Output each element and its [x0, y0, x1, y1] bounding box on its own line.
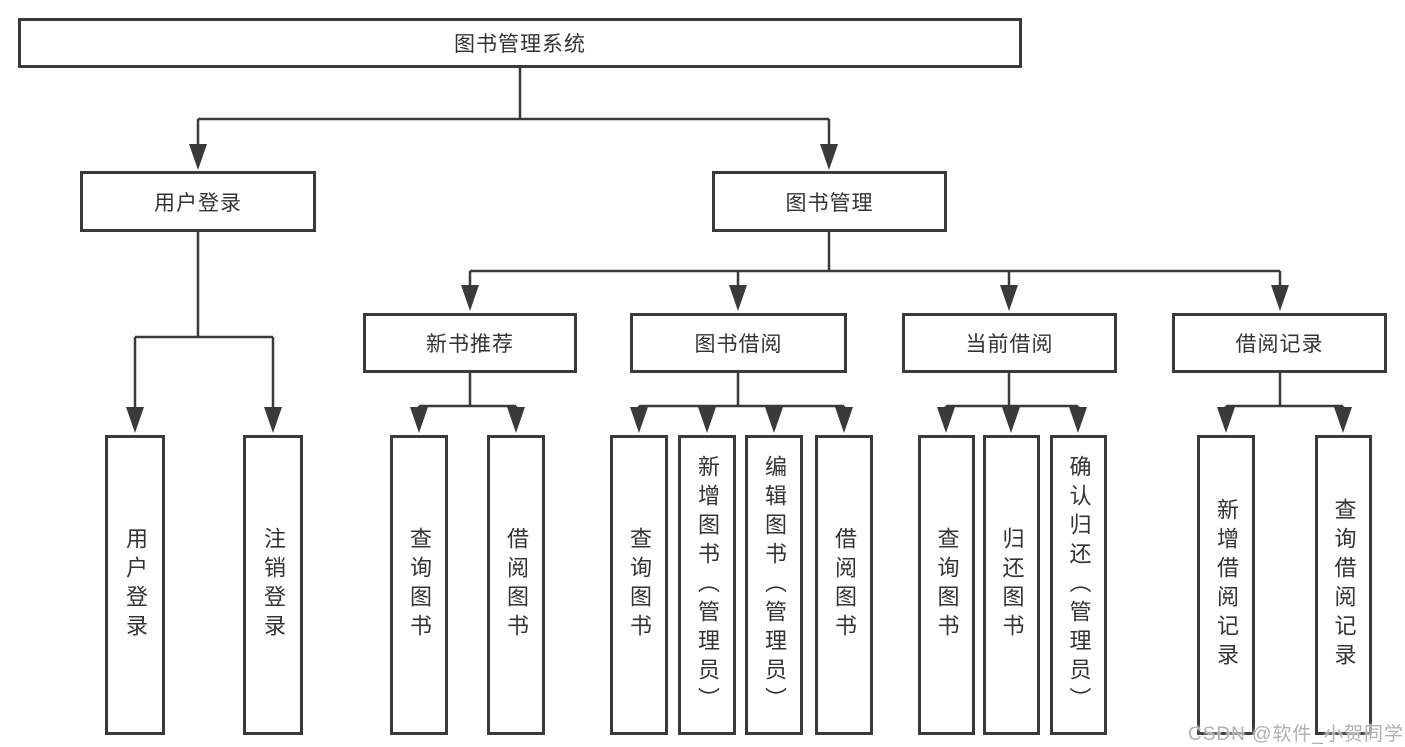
node-new-book-recommend: 新书推荐: [363, 313, 577, 373]
node-book-management: 图书管理: [712, 171, 947, 232]
node-user-login: 用户登录: [80, 171, 316, 232]
csdn-watermark: CSDN @软件_小贺同学: [1188, 724, 1404, 745]
node-leaf-borrow-books: 借阅图书: [815, 435, 873, 735]
node-leaf-user-login: 用户登录: [105, 435, 165, 735]
node-current-borrow: 当前借阅: [902, 313, 1117, 373]
node-leaf-add-borrow-record: 新增借阅记录: [1197, 435, 1255, 735]
node-leaf-query-books-borrow: 查询图书: [610, 435, 668, 735]
node-leaf-return-books: 归还图书: [983, 435, 1040, 735]
node-leaf-add-book-admin: 新增图书（管理员）: [678, 435, 736, 735]
node-leaf-logout: 注销登录: [243, 435, 303, 735]
node-leaf-confirm-return-admin: 确认归还（管理员）: [1050, 435, 1107, 735]
node-leaf-query-books-recommend: 查询图书: [390, 435, 448, 735]
node-leaf-edit-book-admin: 编辑图书（管理员）: [745, 435, 803, 735]
node-leaf-query-books-current: 查询图书: [918, 435, 975, 735]
node-library-system: 图书管理系统: [18, 18, 1022, 68]
node-leaf-query-borrow-record: 查询借阅记录: [1315, 435, 1372, 735]
node-borrow-records: 借阅记录: [1172, 313, 1387, 373]
node-leaf-borrow-books-recommend: 借阅图书: [487, 435, 545, 735]
node-book-borrow: 图书借阅: [630, 313, 847, 373]
